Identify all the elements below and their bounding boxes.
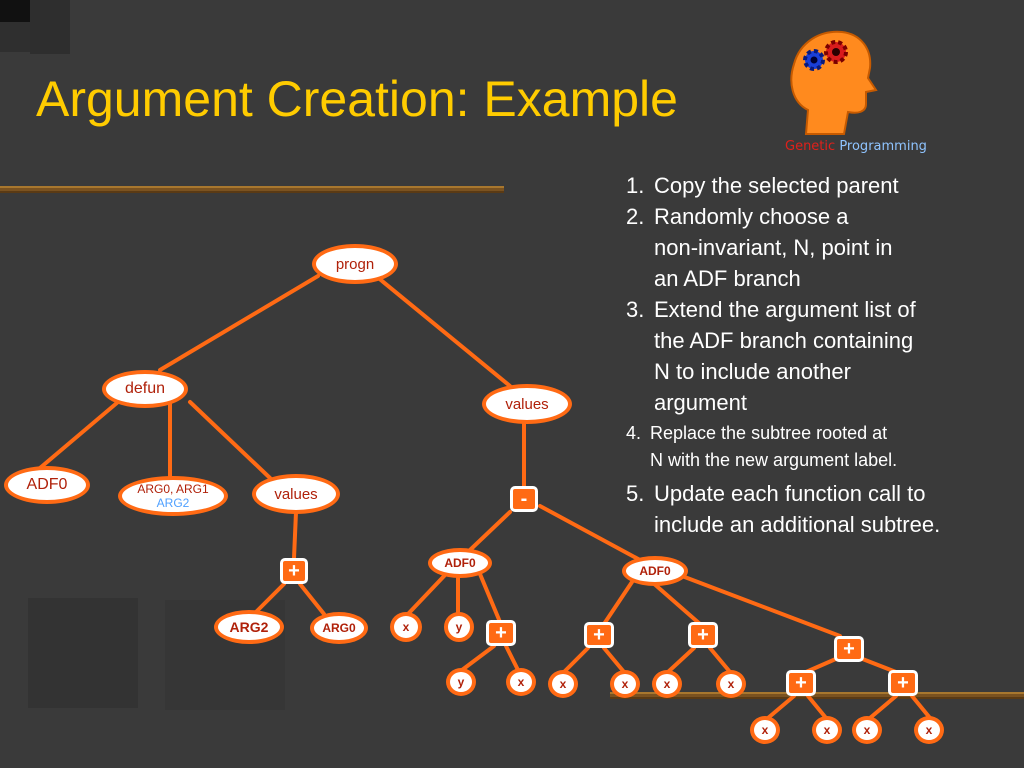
node-values-right: values [482,384,572,424]
step-2: 2. Randomly choose a non-invariant, N, p… [626,201,1016,294]
argument-list-base: ARG0, ARG1 [137,482,209,496]
step-number: 5. [626,481,645,506]
node-progn: progn [312,244,398,284]
step-line: an ADF branch [654,266,801,291]
node-plus-left: + [280,558,308,584]
node-x: x [390,612,422,642]
node-x: x [716,670,746,698]
node-x: x [750,716,780,744]
step-5: 5. Update each function call to include … [626,478,1016,540]
node-plus: + [584,622,614,648]
node-minus: - [510,486,538,512]
node-defun: defun [102,370,188,408]
step-number: 4. [626,423,642,443]
step-4: 4. Replace the subtree rooted at N with … [626,420,1016,474]
node-x: x [506,668,536,696]
node-adf0-definition: ADF0 [4,466,90,504]
node-values-left: values [252,474,340,514]
argument-list-text: ARG0, ARG1 ARG2 [137,482,208,510]
node-y: y [446,668,476,696]
node-plus: + [486,620,516,646]
node-x: x [652,670,682,698]
step-line: Replace the subtree rooted at [650,423,888,443]
node-plus: + [786,670,816,696]
step-line: the ADF branch containing [654,328,914,353]
node-arg2: ARG2 [214,610,284,644]
step-1: 1. Copy the selected parent [626,170,1016,201]
step-line: argument [654,390,747,415]
step-line: Extend the argument list of [654,297,916,322]
step-number: 1. [626,173,645,198]
node-plus: + [888,670,918,696]
node-y: y [444,612,474,642]
node-plus: + [834,636,864,662]
node-x: x [610,670,640,698]
node-adf0-call-2: ADF0 [622,556,688,586]
slide-title: Argument Creation: Example [36,71,678,127]
node-x: x [852,716,882,744]
node-adf0-call-1: ADF0 [428,548,492,578]
red-gear-icon [824,40,848,64]
head-gears-logo [790,30,878,135]
argument-list-added: ARG2 [156,496,190,510]
node-plus: + [688,622,718,648]
node-arg0: ARG0 [310,612,368,644]
step-line: Copy the selected parent [654,173,899,198]
logo-caption: Genetic Programming [785,139,927,154]
step-line: non-invariant, N, point in [654,235,893,260]
step-line: Update each function call to [654,481,926,506]
logo-word-genetic: Genetic [785,139,836,154]
node-x: x [548,670,578,698]
step-line: N with the new argument label. [650,450,898,470]
logo-word-programming: Programming [839,139,927,154]
step-number: 2. [626,204,645,229]
step-line: N to include another [654,359,851,384]
node-argument-list: ARG0, ARG1 ARG2 [118,476,228,516]
step-line: include an additional subtree. [654,512,941,537]
step-list: 1. Copy the selected parent 2. Randomly … [626,170,1016,540]
node-x: x [914,716,944,744]
step-number: 3. [626,297,645,322]
blue-gear-icon [803,49,825,71]
step-line: Randomly choose a [654,204,849,229]
node-x: x [812,716,842,744]
step-3: 3. Extend the argument list of the ADF b… [626,294,1016,418]
